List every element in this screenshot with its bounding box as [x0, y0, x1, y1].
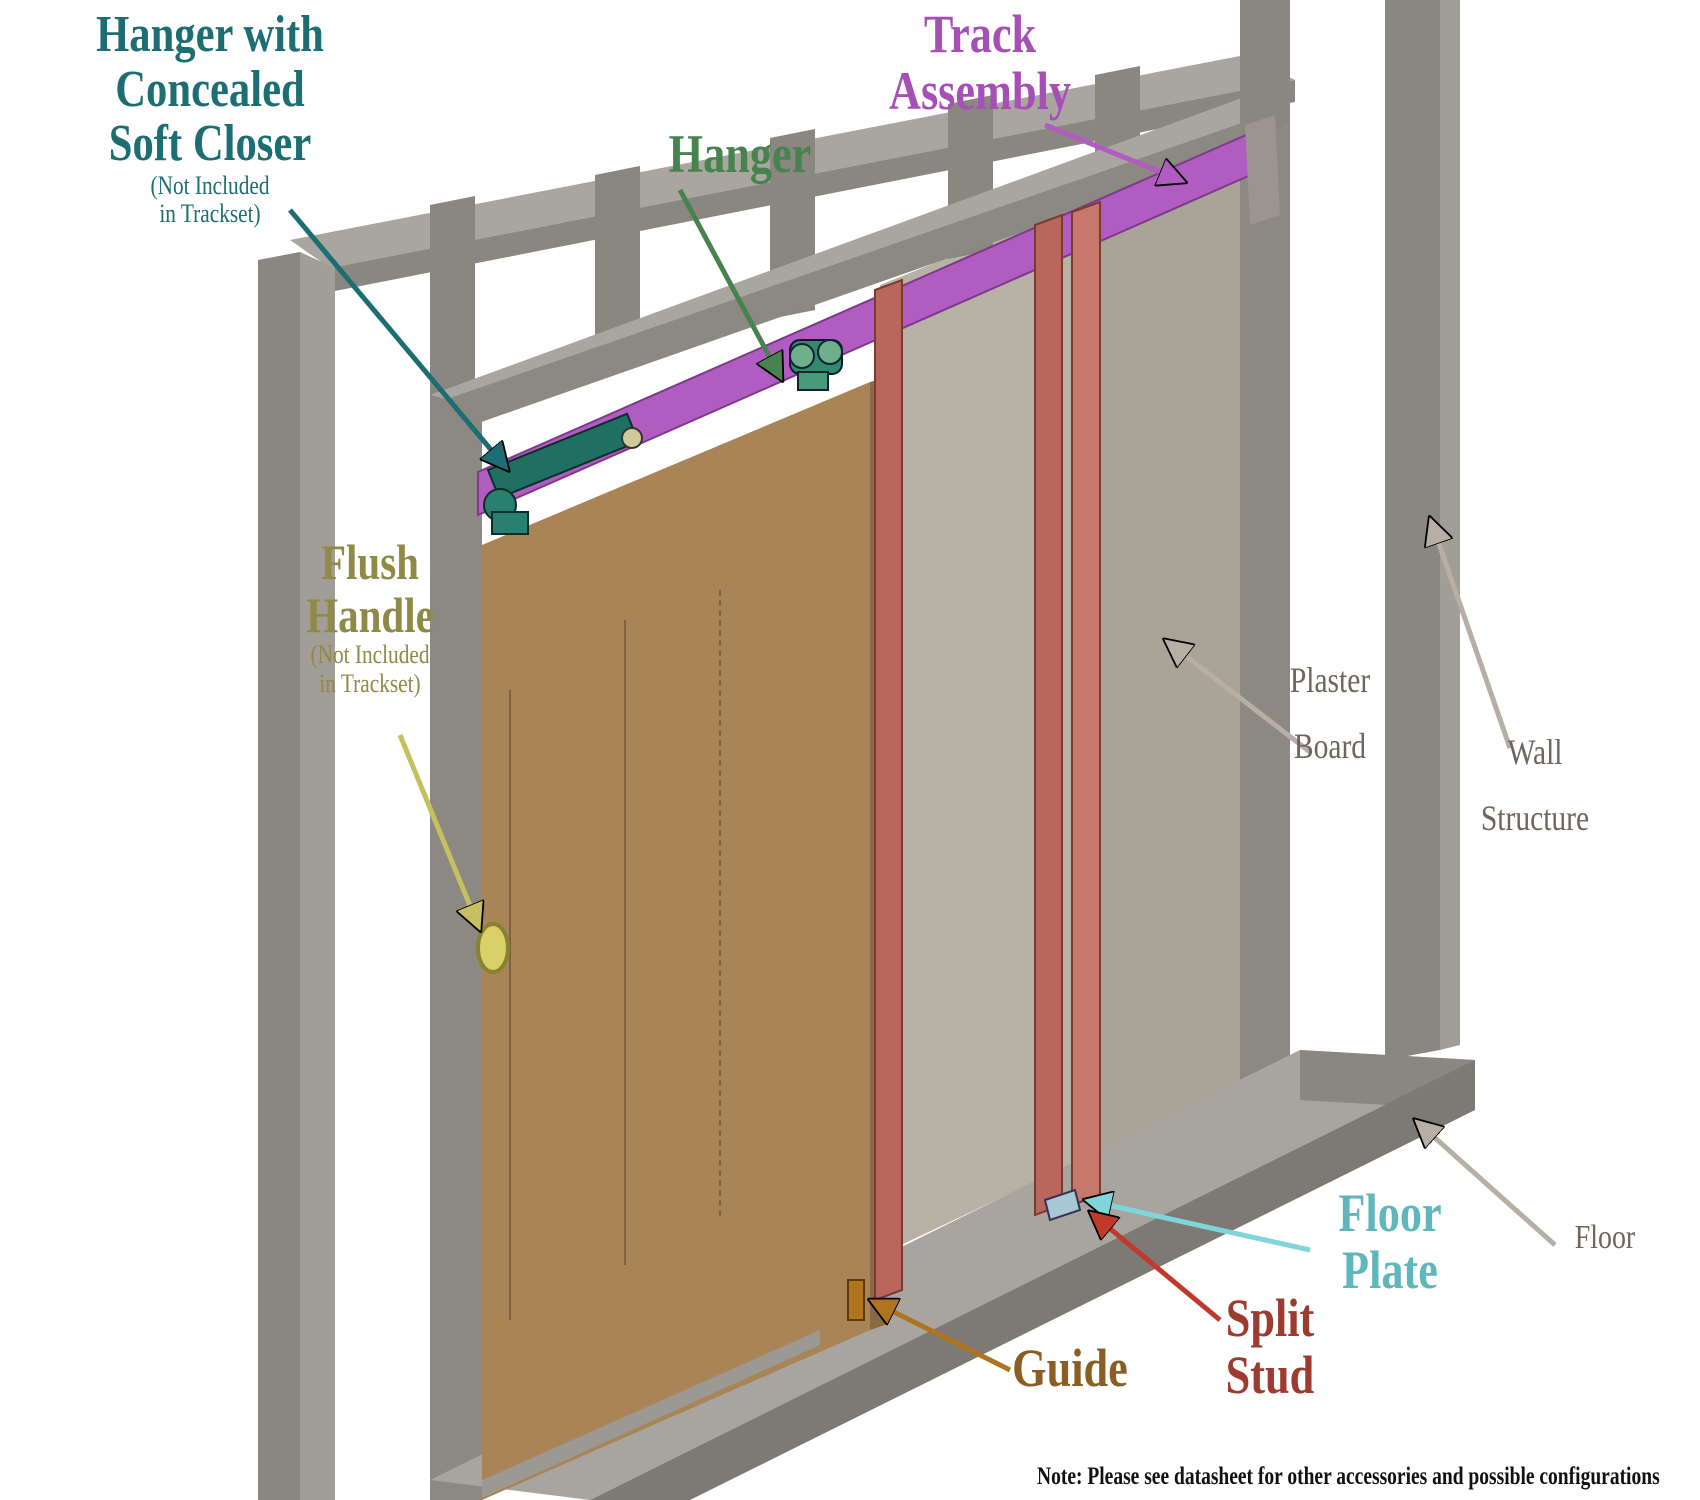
door-bottom-rail: [482, 1330, 820, 1498]
label-line: Concealed: [115, 60, 305, 118]
floor-plate-bracket: [1043, 1188, 1082, 1222]
label-line: Hanger with: [96, 6, 324, 63]
footnote: Note: Please see datasheet for other acc…: [1037, 1463, 1660, 1490]
label-line: Guide: [1012, 1338, 1128, 1398]
label-line: Assembly: [888, 60, 1072, 121]
left-jamb-side: [300, 252, 335, 1500]
right-stud-outer: [1385, 0, 1440, 1060]
arrow-track: [1044, 122, 1185, 182]
arrow-guide: [870, 1300, 1012, 1373]
hanger-hardware: [789, 339, 843, 391]
door-head-top: [430, 95, 1285, 405]
right-stud-inner: [1240, 125, 1290, 1090]
arrow-plaster: [1165, 640, 1312, 754]
arrow-floor: [1415, 1120, 1557, 1247]
label-note: (Not Included: [150, 170, 270, 200]
label-line: Plaster: [1289, 660, 1371, 700]
top-right-stud: [1240, 0, 1290, 140]
label-hanger-with-soft-closer: Hanger with Concealed Soft Closer (Not I…: [87, 6, 333, 229]
label-track-assembly: Track Assembly: [882, 6, 1079, 119]
arrow-hanger: [677, 188, 782, 380]
label-guide: Guide: [1004, 1340, 1135, 1397]
split-stud-right: [1071, 200, 1101, 1207]
left-jamb-stud: [258, 252, 300, 1500]
label-line: Floor: [1338, 1183, 1442, 1243]
door-jamb-stud: [430, 395, 482, 1500]
label-line: Floor: [1574, 1219, 1636, 1256]
door-head-front: [430, 108, 1285, 440]
split-stud-middle: [1034, 213, 1063, 1217]
split-stud-left: [874, 278, 903, 1302]
label-line: Structure: [1480, 797, 1590, 838]
arrow-handle: [397, 734, 480, 930]
label-line: Plate: [1342, 1239, 1438, 1300]
arrow-wall: [1430, 518, 1513, 749]
label-note: in Trackset): [159, 199, 261, 229]
label-note: in Trackset): [319, 668, 421, 698]
door-slab: [482, 382, 870, 1500]
arrow-split-stud: [1090, 1212, 1222, 1322]
label-line: Board: [1293, 725, 1367, 766]
label-floor: Floor: [1544, 1220, 1667, 1256]
label-flush-handle: Flush Handle (Not Included in Trackset): [288, 536, 452, 698]
label-line: Hanger: [668, 124, 812, 184]
label-line: Flush: [320, 534, 419, 590]
label-hanger: Hanger: [658, 126, 822, 183]
door-grooves: [509, 590, 721, 1320]
label-note: (Not Included: [310, 640, 430, 669]
label-line: Wall: [1507, 732, 1563, 772]
door-guide: [847, 1279, 865, 1321]
label-line: Track: [923, 4, 1037, 64]
label-plaster-board: Plaster Board: [1264, 660, 1395, 794]
label-split-stud: Split Stud: [1188, 1290, 1352, 1403]
label-wall-structure: Wall Structure: [1457, 732, 1613, 866]
right-stud-outer-side: [1440, 0, 1460, 1050]
label-line: Stud: [1225, 1344, 1315, 1405]
label-line: Soft Closer: [108, 115, 312, 173]
label-line: Split: [1225, 1288, 1315, 1348]
arrow-floor-plate: [1085, 1200, 1311, 1253]
label-line: Handle: [306, 586, 434, 643]
flush-handle: [476, 922, 510, 974]
arrow-closer: [288, 208, 508, 470]
label-floor-plate: Floor Plate: [1308, 1185, 1472, 1298]
floor-plate-side: [590, 1060, 1475, 1500]
track-end-bracket: [1245, 115, 1280, 225]
callout-arrows: [288, 122, 1557, 1373]
soft-closer-hardware: [483, 412, 643, 535]
